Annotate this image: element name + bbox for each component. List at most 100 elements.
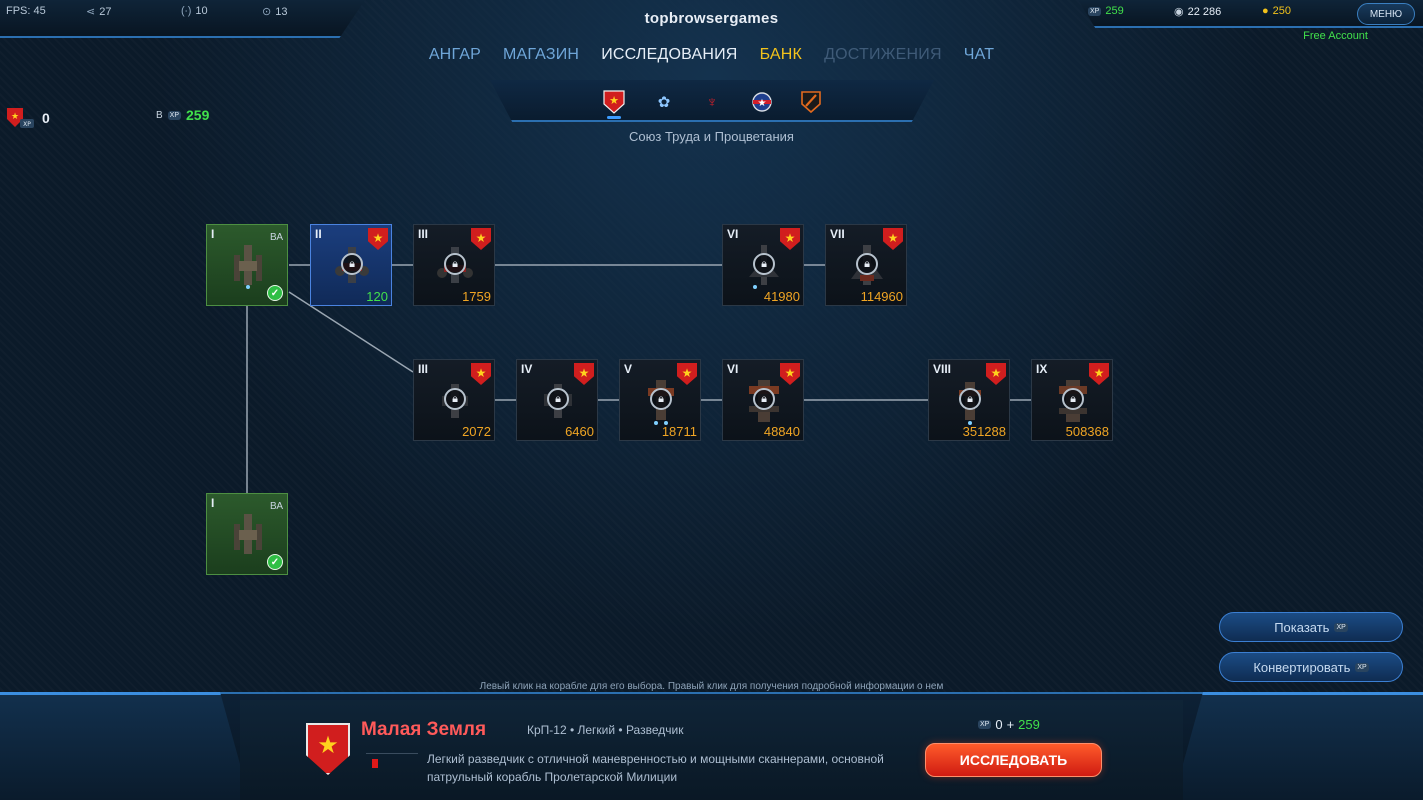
faction-shield-icon: ★ bbox=[780, 228, 800, 250]
research-cost: 114960 bbox=[860, 289, 903, 304]
show-xp-button[interactable]: Показать XP bbox=[1219, 612, 1403, 642]
currency-xp: XP 259 bbox=[1088, 5, 1124, 17]
ship-node[interactable]: VII ★ 🔒︎ 114960 bbox=[825, 224, 907, 306]
faction-shield-icon: ★ bbox=[471, 363, 491, 385]
ship-tier: VII bbox=[830, 227, 845, 241]
free-xp-value: 259 bbox=[1018, 717, 1040, 732]
selected-ship-description: Легкий разведчик с отличной маневренност… bbox=[427, 752, 884, 784]
site-title: topbrowsergames bbox=[644, 10, 779, 27]
nav-research[interactable]: ИССЛЕДОВАНИЯ bbox=[601, 46, 738, 63]
lock-icon: 🔒︎ bbox=[341, 253, 363, 275]
ship-tier: I bbox=[211, 227, 215, 241]
ship-icon bbox=[234, 245, 262, 289]
ship-tier: VIII bbox=[933, 362, 952, 376]
research-cost: 1759 bbox=[462, 289, 491, 304]
selected-ship-meta: КрП-12 • Легкий • Разведчик bbox=[527, 723, 684, 737]
faction-xp-icon: ★ XP bbox=[7, 108, 34, 128]
research-cost: 2072 bbox=[462, 424, 491, 439]
menu-button[interactable]: МЕНЮ bbox=[1357, 3, 1415, 25]
lock-icon: 🔒︎ bbox=[650, 388, 672, 410]
researched-check-icon: ✓ bbox=[267, 285, 283, 301]
bottom-right-wing bbox=[1173, 692, 1423, 800]
ship-node[interactable]: II ★ 🔒︎ 120 bbox=[310, 224, 392, 306]
flower-icon[interactable]: ✿ bbox=[657, 94, 671, 111]
convert-xp-label: Конвертировать bbox=[1253, 659, 1351, 675]
gold-coin-icon: ● bbox=[1262, 5, 1269, 17]
ship-node[interactable]: I ВА ✓ bbox=[206, 493, 288, 575]
signal-icon: (∙) bbox=[181, 5, 192, 17]
free-xp-counter: B XP 259 bbox=[156, 107, 209, 123]
xp-icon: XP bbox=[978, 720, 992, 729]
share-icon: ⋖ bbox=[86, 6, 96, 18]
xp-plus-sign: + bbox=[1006, 717, 1015, 732]
divider bbox=[366, 753, 418, 754]
star-shield-icon[interactable]: ★ bbox=[602, 90, 626, 114]
link-n1-n6 bbox=[288, 291, 414, 373]
ship-tier: VI bbox=[727, 227, 739, 241]
faction-shield-icon: ★ bbox=[780, 363, 800, 385]
nav-hangar[interactable]: АНГАР bbox=[428, 46, 481, 63]
nav-achievements[interactable]: ДОСТИЖЕНИЯ bbox=[824, 46, 942, 63]
stat-battles-value: 13 bbox=[275, 5, 288, 18]
faction-selector-bar bbox=[490, 80, 934, 122]
nav-bank[interactable]: БАНК bbox=[759, 46, 803, 63]
ship-node[interactable]: VI ★ 🔒︎ 41980 bbox=[722, 224, 804, 306]
ship-node[interactable]: IV ★ 🔒︎ 6460 bbox=[516, 359, 598, 441]
currency-xp-value: 259 bbox=[1105, 5, 1124, 17]
svg-text:★: ★ bbox=[609, 94, 619, 107]
ship-class: ВА bbox=[269, 232, 283, 243]
ship-node[interactable]: IX ★ 🔒︎ 508368 bbox=[1031, 359, 1113, 441]
faction-shield-icon: ★ bbox=[471, 228, 491, 250]
ship-node[interactable]: VIII ★ 🔒︎ 351288 bbox=[928, 359, 1010, 441]
fps-counter: FPS: 45 bbox=[6, 5, 46, 17]
faction-shield-icon: ★ bbox=[1089, 363, 1109, 385]
ship-tier: VI bbox=[727, 362, 739, 376]
ship-tier: III bbox=[418, 227, 429, 241]
bottom-left-wing bbox=[0, 692, 250, 800]
class-marker bbox=[372, 759, 378, 768]
nav-chat[interactable]: ЧАТ bbox=[963, 46, 995, 63]
slash-shield-icon[interactable] bbox=[799, 90, 823, 114]
research-button[interactable]: ИССЛЕДОВАТЬ bbox=[925, 743, 1102, 777]
research-cost: 18711 bbox=[661, 424, 697, 439]
ship-node[interactable]: III ★ 🔒︎ 1759 bbox=[413, 224, 495, 306]
free-xp-icon: XP bbox=[167, 110, 182, 120]
svg-text:★: ★ bbox=[11, 112, 19, 122]
research-cost: 6460 bbox=[565, 424, 594, 439]
ship-xp-value: 0 bbox=[995, 717, 1003, 732]
stat-share: ⋖ 27 bbox=[86, 5, 111, 19]
fps-value: FPS: 45 bbox=[6, 5, 46, 17]
svg-text:XP: XP bbox=[23, 121, 31, 128]
research-cost: 41980 bbox=[763, 289, 800, 304]
ship-node[interactable]: III ★ 🔒︎ 2072 bbox=[413, 359, 495, 441]
nav-shop[interactable]: МАГАЗИН bbox=[502, 46, 580, 63]
lock-icon: 🔒︎ bbox=[444, 388, 466, 410]
free-xp-prefix: B bbox=[156, 109, 163, 121]
convert-xp-button[interactable]: Конвертировать XP bbox=[1219, 652, 1403, 682]
ship-tier: I bbox=[211, 496, 215, 510]
free-xp-value: 259 bbox=[186, 107, 210, 123]
svg-text:★: ★ bbox=[758, 98, 767, 109]
wings-icon[interactable]: ♆ bbox=[706, 93, 718, 111]
research-cost: 120 bbox=[366, 289, 388, 304]
lock-icon: 🔒︎ bbox=[1062, 388, 1084, 410]
lock-icon: 🔒︎ bbox=[547, 388, 569, 410]
click-hint: Левый клик на корабле для его выбора. Пр… bbox=[479, 681, 944, 692]
main-nav: АНГАР МАГАЗИН ИССЛЕДОВАНИЯ БАНК ДОСТИЖЕН… bbox=[0, 46, 1423, 64]
faction-shield-icon: ★ bbox=[986, 363, 1006, 385]
account-status[interactable]: Free Account bbox=[1303, 30, 1368, 42]
ship-tier: III bbox=[418, 362, 429, 376]
currency-credits: ◉ 22 286 bbox=[1174, 5, 1222, 19]
xp-icon: XP bbox=[1334, 622, 1348, 632]
research-cost: 508368 bbox=[1065, 424, 1109, 439]
faction-shield-icon: ★ bbox=[368, 228, 388, 250]
star-roundel-icon[interactable]: ★ bbox=[750, 90, 774, 114]
lock-icon: 🔒︎ bbox=[753, 253, 775, 275]
stat-online-value: 10 bbox=[195, 5, 208, 17]
currency-credits-value: 22 286 bbox=[1187, 5, 1222, 18]
ship-node[interactable]: VI ★ 🔒︎ 48840 bbox=[722, 359, 804, 441]
ship-node[interactable]: I ВА ✓ bbox=[206, 224, 288, 306]
ship-node[interactable]: V ★ 🔒︎ 18711 bbox=[619, 359, 701, 441]
research-cost: 48840 bbox=[763, 424, 800, 439]
